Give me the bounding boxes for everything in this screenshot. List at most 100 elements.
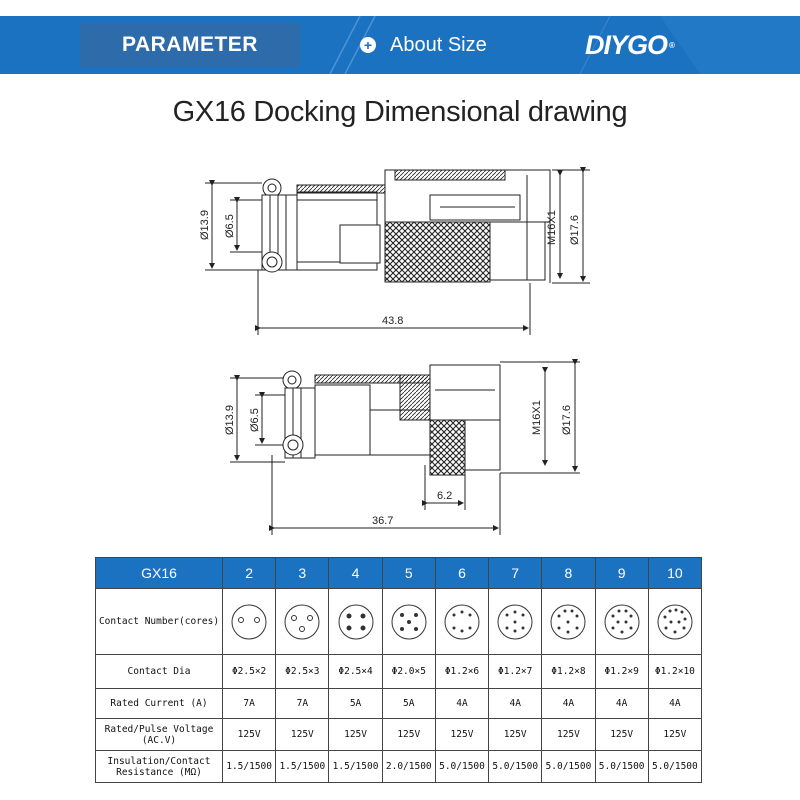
pin-diagram-cell [434, 588, 490, 655]
row-label: Contact Dia [95, 654, 223, 689]
table-cell: 7A [275, 688, 330, 719]
table-cell: Φ2.5×3 [275, 654, 330, 689]
table-cell: 125V [381, 718, 436, 751]
pin-diagram-3 [284, 604, 320, 639]
table-cell: Φ1.2×10 [647, 654, 703, 689]
about-size-label: + About Size [360, 16, 487, 74]
parameter-badge: PARAMETER [80, 23, 300, 67]
table-cell: 1.5/1500 [221, 750, 277, 783]
header-banner: PARAMETER + About Size DIYGO® [0, 16, 800, 74]
pin-diagram-10 [657, 604, 693, 639]
table-cell: 5.0/1500 [541, 750, 596, 783]
table-row: Rated Current (A) 7A 7A 5A 5A 4A 4A 4A 4… [95, 688, 703, 719]
about-size-text: About Size [390, 33, 487, 56]
header-core: 10 [647, 557, 703, 589]
pin-diagram-4 [338, 604, 374, 639]
logo-text: DIYGO [585, 29, 668, 60]
header-core: 3 [275, 557, 330, 589]
table-row: Contact Number(cores) [95, 588, 703, 655]
table-cell: 4A [647, 688, 703, 719]
dim-inner-diameter-1: Ø6.5 [224, 214, 236, 238]
header-core: 7 [488, 557, 543, 589]
table-cell: 5A [328, 688, 383, 719]
pin-diagram-cell [221, 588, 277, 655]
row-label: Contact Number(cores) [95, 588, 223, 655]
table-row: Rated/Pulse Voltage(AC.V) 125V 125V 125V… [95, 718, 703, 751]
pin-diagram-5 [391, 604, 427, 639]
dim-body-diameter-1: Ø13.9 [199, 210, 211, 240]
pin-diagram-cell [488, 588, 543, 655]
dim-short-length-2: 6.2 [437, 490, 452, 502]
plus-icon: + [360, 37, 376, 53]
table-cell: 125V [275, 718, 330, 751]
pin-diagram-cell [541, 588, 596, 655]
table-cell: 125V [541, 718, 596, 751]
row-label-line: (AC.V) [141, 734, 177, 746]
header-core: 6 [434, 557, 490, 589]
pin-diagram-8 [550, 604, 586, 639]
header-core: 2 [221, 557, 277, 589]
brand-logo: DIYGO® [585, 21, 675, 69]
row-label-line: Resistance (MΩ) [116, 766, 202, 778]
row-label: Rated/Pulse Voltage(AC.V) [95, 718, 223, 751]
table-cell: 4A [488, 688, 543, 719]
drawing-2 [230, 359, 580, 535]
table-header-row: GX16 2 3 4 5 6 7 8 9 10 [95, 557, 703, 589]
table-cell: Φ1.2×8 [541, 654, 596, 689]
pin-diagram-cell [594, 588, 649, 655]
pin-diagram-9 [604, 604, 640, 639]
table-cell: 5.0/1500 [434, 750, 490, 783]
pin-diagram-cell [328, 588, 383, 655]
dim-length-2: 36.7 [372, 515, 393, 527]
dim-thread-2: M16X1 [531, 400, 543, 435]
header-core: 5 [381, 557, 436, 589]
header-model: GX16 [95, 557, 223, 589]
table-cell: Φ2.5×4 [328, 654, 383, 689]
table-cell: 2.0/1500 [381, 750, 436, 783]
row-label: Rated Current (A) [95, 688, 223, 719]
row-label-line: Insulation/Contact [107, 755, 211, 767]
pin-diagram-cell [275, 588, 330, 655]
table-cell: 125V [434, 718, 490, 751]
table-cell: Φ1.2×7 [488, 654, 543, 689]
logo-mark: ® [669, 40, 675, 50]
table-cell: 4A [594, 688, 649, 719]
spec-table: GX16 2 3 4 5 6 7 8 9 10 Contact Number(c… [95, 557, 703, 783]
table-cell: 125V [594, 718, 649, 751]
dimensional-drawing: Ø13.9 Ø6.5 M16X1 Ø17.6 43.8 [199, 167, 590, 535]
table-cell: Φ2.5×2 [221, 654, 277, 689]
header-core: 9 [594, 557, 649, 589]
table-cell: 5.0/1500 [647, 750, 703, 783]
pin-diagram-6 [444, 604, 480, 639]
table-cell: 125V [221, 718, 277, 751]
table-cell: 125V [647, 718, 703, 751]
row-label-line: Rated/Pulse Voltage [104, 723, 214, 735]
table-cell: 5.0/1500 [488, 750, 543, 783]
pin-diagram-cell [381, 588, 436, 655]
table-cell: 5A [381, 688, 436, 719]
drawing-1 [205, 167, 590, 335]
drawing-1-labels: Ø13.9 Ø6.5 M16X1 Ø17.6 43.8 [199, 210, 581, 327]
dim-outer-diameter-2: Ø17.6 [561, 405, 573, 435]
header-core: 8 [541, 557, 596, 589]
table-cell: 125V [328, 718, 383, 751]
table-cell: 7A [221, 688, 277, 719]
dim-length-1: 43.8 [382, 315, 403, 327]
dim-thread-1: M16X1 [546, 210, 558, 245]
table-cell: 4A [541, 688, 596, 719]
table-cell: 5.0/1500 [594, 750, 649, 783]
table-cell: Φ1.2×9 [594, 654, 649, 689]
table-row: Contact Dia Φ2.5×2 Φ2.5×3 Φ2.5×4 Φ2.0×5 … [95, 654, 703, 689]
dim-inner-diameter-2: Ø6.5 [249, 408, 261, 432]
pin-diagram-cell [647, 588, 703, 655]
dim-outer-diameter-1: Ø17.6 [569, 215, 581, 245]
table-cell: 1.5/1500 [328, 750, 383, 783]
pin-diagram-7 [497, 604, 533, 639]
table-cell: Φ1.2×6 [434, 654, 490, 689]
pin-diagram-2 [231, 604, 267, 639]
table-cell: 4A [434, 688, 490, 719]
table-cell: 1.5/1500 [275, 750, 330, 783]
page-title: GX16 Docking Dimensional drawing [172, 96, 628, 128]
